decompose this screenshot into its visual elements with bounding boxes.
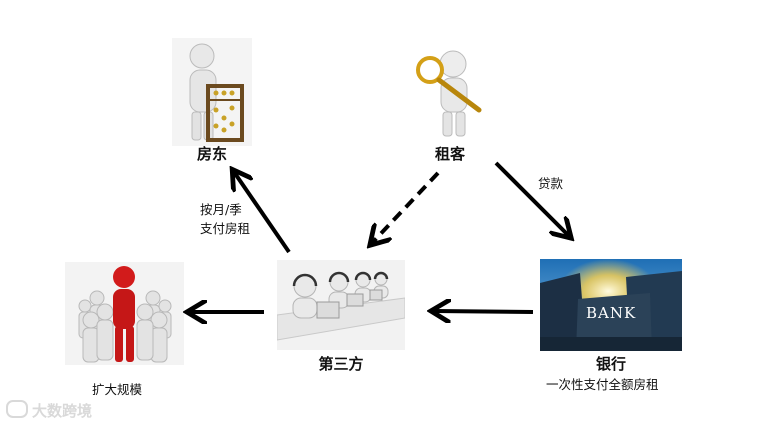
landlord-image	[172, 38, 252, 146]
tenant-label: 租客	[434, 145, 465, 163]
loan-label: 贷款	[538, 176, 564, 191]
tenant-image	[413, 42, 487, 138]
arrow-tenant-to-third-party	[372, 171, 440, 243]
expand-label: 扩大规模	[92, 382, 143, 397]
arrow-third-party-to-landlord	[234, 172, 291, 254]
pay-rent-label-line1: 按月/季	[200, 202, 242, 217]
watermark-text: 大数跨境	[32, 402, 93, 420]
bank-sign: BANK	[586, 304, 637, 322]
bank-label: 银行	[595, 355, 626, 373]
third-party-label: 第三方	[318, 355, 364, 373]
landlord-label: 房东	[196, 145, 227, 163]
pay-rent-label-line2: 支付房租	[200, 221, 251, 236]
third-party-image	[277, 260, 405, 350]
expand-image	[65, 262, 184, 365]
watermark: 大数跨境	[6, 400, 92, 421]
arrow-bank-to-third-party	[434, 311, 534, 312]
bank-image: BANK	[540, 259, 682, 351]
watermark-logo-icon	[6, 400, 28, 418]
arrow-tenant-to-bank	[494, 161, 569, 236]
bank-sublabel: 一次性支付全额房租	[546, 377, 659, 392]
